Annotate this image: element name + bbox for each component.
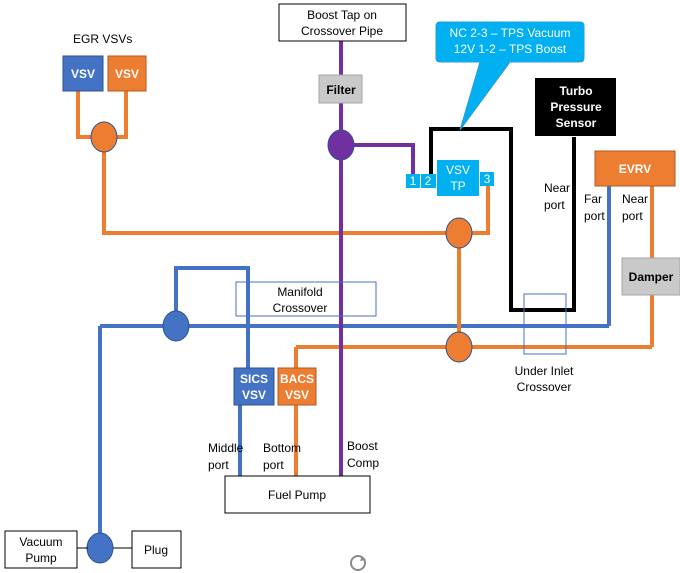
boost-comp-label-1: Boost bbox=[347, 439, 378, 453]
vsv-tp-port-3-label: 3 bbox=[484, 172, 491, 186]
orange-lines bbox=[76, 91, 654, 476]
vsv-tp-label-1: VSV bbox=[446, 163, 470, 177]
vsv-tp-body bbox=[437, 160, 479, 196]
filter-box bbox=[318, 74, 363, 104]
plug-box bbox=[131, 530, 182, 569]
egr-vsv-blue bbox=[62, 55, 104, 92]
black-line-tp-to-inlet bbox=[429, 127, 576, 312]
purple-lines bbox=[339, 41, 415, 476]
boost-tap-label-2: Crossover Pipe bbox=[301, 24, 383, 38]
vsv-tp-port-2-label: 2 bbox=[425, 174, 432, 188]
egr-vsv-blue-label: VSV bbox=[71, 67, 95, 81]
vsv-tp-port-3 bbox=[480, 172, 494, 186]
under-inlet-label-1: Under Inlet bbox=[515, 364, 574, 378]
egr-vsv-orange-label: VSV bbox=[115, 67, 139, 81]
bacs-vsv-label-2: VSV bbox=[285, 388, 309, 402]
bacs-vsv-box bbox=[277, 367, 317, 406]
blue-line-sics-loop bbox=[174, 266, 250, 368]
junction-egr bbox=[90, 121, 118, 153]
callout-line-2: 12V 1-2 – TPS Boost bbox=[454, 42, 567, 56]
black-lines bbox=[429, 127, 576, 312]
egr-vsv-orange bbox=[107, 55, 147, 92]
far-port-label-2: port bbox=[584, 209, 605, 223]
fuel-pump-label: Fuel Pump bbox=[268, 488, 326, 502]
boost-comp-label-2: Comp bbox=[347, 456, 379, 470]
boost-tap-label-1: Boost Tap on bbox=[307, 8, 377, 22]
purple-line-to-tp-port1 bbox=[341, 143, 415, 174]
evrv-label: EVRV bbox=[619, 162, 651, 176]
orange-line-egr-left bbox=[76, 91, 96, 139]
turbo-sensor-box bbox=[535, 78, 616, 136]
near-port-left-label-1: Near bbox=[544, 181, 570, 195]
vsv-tp-port-2 bbox=[421, 174, 436, 188]
boost-tap-box bbox=[278, 3, 407, 42]
junction-tp-orange bbox=[445, 217, 473, 249]
vacuum-pump-label-1: Vacuum bbox=[19, 535, 62, 549]
turbo-sensor-label-2: Pressure bbox=[550, 100, 602, 114]
vacuum-pump-label-2: Pump bbox=[25, 551, 57, 565]
manifold-crossover-label-1: Manifold bbox=[277, 285, 322, 299]
near-port-left-label-2: port bbox=[544, 198, 565, 212]
middle-port-label-1: Middle bbox=[208, 441, 244, 455]
middle-port-label-2: port bbox=[208, 458, 229, 472]
damper-box bbox=[621, 257, 680, 296]
bacs-vsv-label-1: BACS bbox=[280, 372, 314, 386]
callout-line-1: NC 2-3 – TPS Vacuum bbox=[450, 26, 571, 40]
vsv-tp-label-2: TP bbox=[450, 179, 465, 193]
damper-label: Damper bbox=[629, 270, 674, 284]
near-port-right-label-2: port bbox=[622, 209, 643, 223]
far-port-label-1: Far bbox=[584, 192, 602, 206]
manifold-crossover-label-2: Crossover bbox=[273, 301, 328, 315]
plug-label: Plug bbox=[144, 543, 168, 557]
fuel-pump-box bbox=[224, 475, 371, 514]
egr-vsvs-label: EGR VSVs bbox=[73, 32, 132, 46]
orange-line-egr-to-tp bbox=[102, 137, 490, 235]
turbo-sensor-label-3: Sensor bbox=[556, 116, 597, 130]
callout-bubble bbox=[435, 21, 585, 131]
vacuum-pump-box bbox=[4, 530, 78, 569]
bottom-port-label-2: port bbox=[263, 458, 284, 472]
refresh-icon[interactable] bbox=[350, 555, 366, 571]
bottom-port-label-1: Bottom bbox=[263, 441, 301, 455]
sics-vsv-label-1: SICS bbox=[240, 372, 268, 386]
vsv-tp-port-1-label: 1 bbox=[410, 174, 417, 188]
near-port-right-label-1: Near bbox=[622, 192, 648, 206]
under-inlet-box bbox=[523, 293, 567, 355]
turbo-sensor-label-1: Turbo bbox=[559, 84, 592, 98]
under-inlet-label-2: Crossover bbox=[517, 380, 572, 394]
junction-manifold-blue bbox=[162, 310, 190, 342]
manifold-crossover-box bbox=[235, 281, 377, 317]
junction-vacuum-pump bbox=[86, 532, 114, 564]
filter-label: Filter bbox=[326, 83, 356, 97]
junction-main-orange bbox=[445, 331, 473, 363]
sics-vsv-box bbox=[233, 367, 275, 406]
junction-boost bbox=[327, 129, 355, 161]
sics-vsv-label-2: VSV bbox=[242, 388, 266, 402]
vsv-tp-port-1 bbox=[406, 174, 420, 188]
evrv-box bbox=[594, 150, 676, 187]
